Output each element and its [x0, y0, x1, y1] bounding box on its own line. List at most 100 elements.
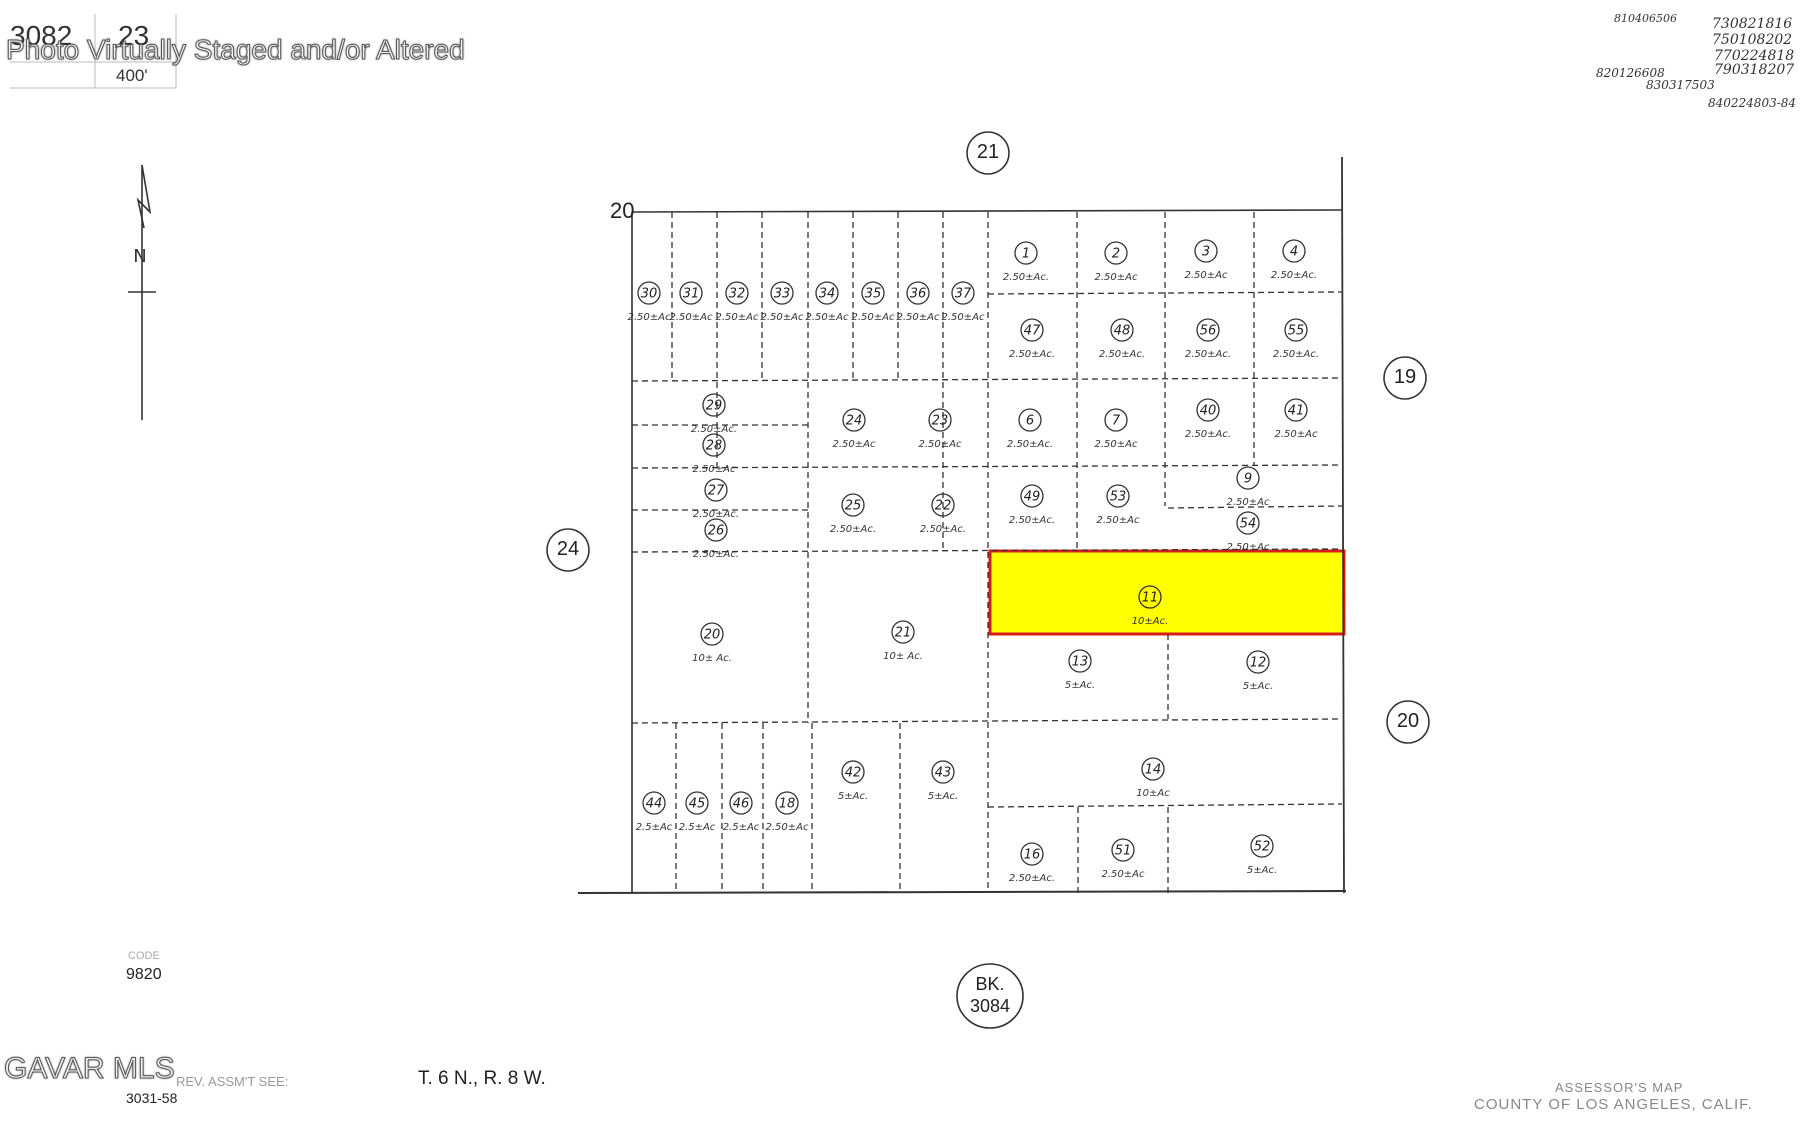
parcel-34[interactable]: 342.50±Ac	[806, 281, 849, 323]
parcel-44[interactable]: 442.5±Ac	[636, 791, 673, 833]
parcel-3[interactable]: 32.50±Ac	[1185, 239, 1228, 281]
parcel-acreage: 2.50±Ac.	[1003, 272, 1049, 283]
parcel-number-circle	[1250, 834, 1274, 858]
parcel-number: 54	[1240, 517, 1257, 532]
parcel-acreage: 2.50±Ac	[942, 312, 985, 323]
parcel-number-circle	[1018, 408, 1042, 432]
parcel-acreage: 2.50±Ac	[766, 822, 809, 833]
parcel-number-circle	[725, 281, 749, 305]
parcel-7[interactable]: 7 2.50±Ac	[1095, 408, 1138, 450]
parcel-number-circle	[1106, 484, 1130, 508]
parcel-36[interactable]: 362.50±Ac	[897, 281, 940, 323]
parcel-40[interactable]: 402.50±Ac.	[1185, 398, 1231, 440]
parcel-55[interactable]: 552.50±Ac.	[1273, 318, 1319, 360]
parcel-number: 30	[641, 287, 658, 302]
parcel-33[interactable]: 332.50±Ac	[761, 281, 804, 323]
parcel-number-circle	[1110, 318, 1134, 342]
parcel-number: 25	[845, 499, 862, 514]
parcel-29[interactable]: 29 2.50±Ac.	[691, 393, 737, 435]
parcel-number: 53	[1110, 490, 1127, 505]
parcel-51[interactable]: 512.50±Ac	[1102, 838, 1145, 880]
parcel-46[interactable]: 462.5±Ac	[723, 791, 760, 833]
parcel-26[interactable]: 262.50±Ac.	[693, 518, 739, 560]
parcel-number-circle	[1236, 511, 1260, 535]
parcel-23[interactable]: 232.50±Ac	[919, 408, 962, 450]
parcel-number-circle	[704, 518, 728, 542]
parcel-number: 21	[895, 626, 912, 641]
parcel-grid	[577, 156, 1347, 894]
parcel-4[interactable]: 42.50±Ac.	[1271, 239, 1317, 281]
parcel-number-circle	[1020, 842, 1044, 866]
parcel-number-circle	[1104, 408, 1128, 432]
parcel-53[interactable]: 532.50±Ac	[1097, 484, 1140, 526]
parcel-acreage: 2.50±Ac	[716, 312, 759, 323]
highlighted-parcel-11[interactable]	[988, 549, 1346, 636]
code-value: 9820	[126, 966, 162, 983]
parcel-number-circle	[891, 620, 915, 644]
parcel-13[interactable]: 135±Ac.	[1065, 649, 1095, 691]
code-6: 830317503	[1646, 78, 1715, 92]
parcel-9[interactable]: 92.50±Ac	[1227, 466, 1270, 508]
parcel-31[interactable]: 312.50±Ac	[670, 281, 713, 323]
parcel-41[interactable]: 412.50±Ac	[1275, 398, 1318, 440]
parcel-acreage: 2.50±Ac.	[1009, 873, 1055, 884]
parcel-acreage: 2.50±Ac.	[1099, 349, 1145, 360]
parcel-27[interactable]: 272.50±Ac.	[693, 478, 739, 520]
parcel-12[interactable]: 125±Ac.	[1243, 650, 1273, 692]
parcel-30[interactable]: 302.50±Ac	[628, 281, 671, 323]
parcel-22[interactable]: 222.50±Ac.	[920, 493, 966, 535]
parcel-18[interactable]: 182.50±Ac	[766, 791, 809, 833]
parcel-25[interactable]: 252.50±Ac.	[830, 493, 876, 535]
parcel-number: 41	[1288, 404, 1305, 419]
parcel-acreage: 2.50±Ac.	[1271, 270, 1317, 281]
parcel-acreage: 2.50±Ac	[1095, 439, 1138, 450]
parcel-48[interactable]: 482.50±Ac.	[1099, 318, 1145, 360]
parcel-number: 52	[1254, 840, 1271, 855]
footer-line2: COUNTY OF LOS ANGELES, CALIF.	[1474, 1096, 1753, 1113]
parcel-acreage: 5±Ac.	[928, 791, 958, 802]
parcel-24[interactable]: 242.50±Ac	[833, 408, 876, 450]
parcel-acreage: 2.50±Ac.	[691, 424, 737, 435]
parcel-number: 29	[706, 399, 723, 414]
code-2: 750108202	[1712, 32, 1793, 48]
parcel-56[interactable]: 562.50±Ac.	[1185, 318, 1231, 360]
parcel-16[interactable]: 162.50±Ac.	[1009, 842, 1055, 884]
parcel-number-circle	[928, 408, 952, 432]
parcel-54[interactable]: 542.50±Ac	[1227, 511, 1270, 553]
parcel-52[interactable]: 525±Ac.	[1247, 834, 1277, 876]
parcel-6[interactable]: 62.50±Ac.	[1007, 408, 1053, 450]
parcel-number-circle	[700, 622, 724, 646]
rev-assmt-value: 3031-58	[126, 1090, 178, 1106]
parcel-42[interactable]: 425±Ac.	[838, 760, 868, 802]
section-19-label: 19	[1393, 366, 1417, 388]
parcel-acreage: 2.50±Ac.	[1009, 349, 1055, 360]
parcel-49[interactable]: 492.50±Ac.	[1009, 484, 1055, 526]
parcel-45[interactable]: 452.5±Ac	[679, 791, 716, 833]
parcel-1[interactable]: 12.50±Ac.	[1003, 241, 1049, 283]
parcel-28[interactable]: 282.50±Ac	[693, 433, 736, 475]
code-0: 810406506	[1614, 12, 1677, 25]
parcel-2[interactable]: 22.50±Ac	[1095, 241, 1138, 283]
parcel-number-circle	[1194, 239, 1218, 263]
parcel-35[interactable]: 352.50±Ac	[852, 281, 895, 323]
parcel-47[interactable]: 472.50±Ac.	[1009, 318, 1055, 360]
parcel-number: 27	[708, 484, 725, 499]
parcel-number-circle	[1068, 649, 1092, 673]
parcel-43[interactable]: 435±Ac.	[928, 760, 958, 802]
parcel-acreage: 5±Ac.	[838, 791, 868, 802]
parcel-number: 11	[1142, 591, 1159, 606]
parcel-32[interactable]: 322.50±Ac	[716, 281, 759, 323]
parcel-number-circle	[770, 281, 794, 305]
north-arrow-label: N	[133, 246, 146, 267]
parcel-acreage: 5±Ac.	[1243, 681, 1273, 692]
parcel-acreage: 2.50±Ac	[1095, 272, 1138, 283]
parcel-number-circle	[841, 493, 865, 517]
parcel-acreage: 2.50±Ac	[919, 439, 962, 450]
parcel-acreage: 2.5±Ac	[636, 822, 673, 833]
parcel-37[interactable]: 372.50±Ac	[942, 281, 985, 323]
parcel-number: 7	[1112, 414, 1121, 429]
